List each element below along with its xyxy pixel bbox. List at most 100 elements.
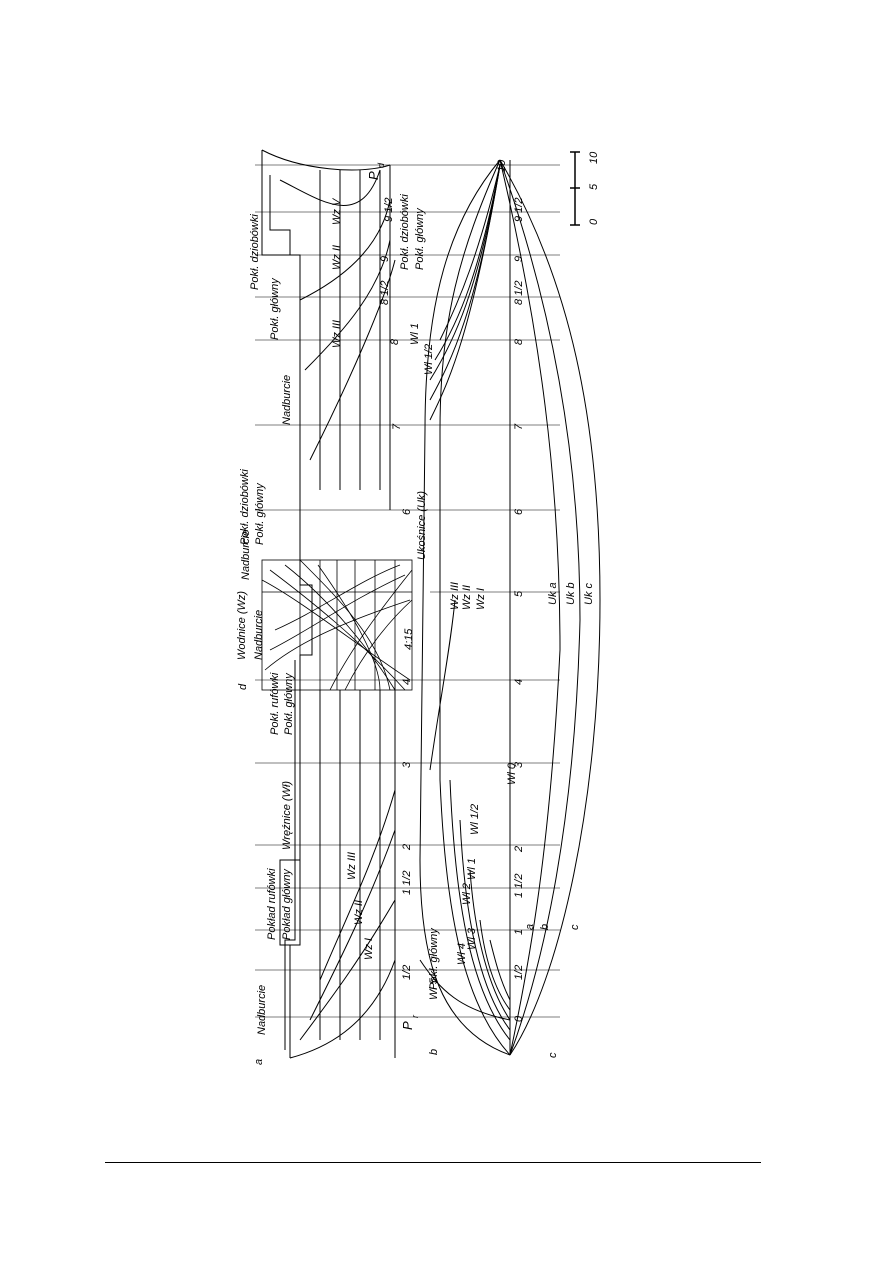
- label-wl2: Wl 2: [461, 883, 473, 905]
- label-wz-iii-fwd: Wz III: [331, 320, 343, 348]
- label-wl0: Wl 0: [506, 762, 518, 785]
- buttock-curve-bow-2: [304, 239, 391, 371]
- scale-bar: [570, 151, 580, 226]
- label-main-deck-aft: Pokład główny: [281, 868, 293, 940]
- lines-plan: a b c d P r P d 1/2 1 1/2 2 3 4 6 7 8 8 …: [236, 149, 601, 1065]
- buttock-curve-bow-1: [299, 199, 391, 301]
- label-diag-c: c: [569, 924, 581, 930]
- buttock-curve-1: [299, 899, 396, 1041]
- station-label-6: 6: [401, 508, 413, 515]
- label-poop-deck: Pokład rufówki: [266, 868, 278, 940]
- label-view-c: c: [547, 1052, 559, 1058]
- scale-tick-0: 0: [588, 218, 600, 225]
- labels: a b c d P r P d 1/2 1 1/2 2 3 4 6 7 8 8 …: [236, 151, 600, 1065]
- diagonal-a: [499, 159, 561, 1056]
- profile-stern-curve: [289, 959, 396, 1059]
- plan-station-9h: 9 1/2: [513, 198, 525, 222]
- label-plan-wz-i: Wz I: [475, 588, 487, 610]
- label-plan-main-deck: Pokł. główny: [428, 927, 440, 990]
- label-plan-wz-ii: Wz II: [461, 585, 473, 610]
- diagonal-b: [499, 159, 581, 1056]
- label-waterlines-title: Wodnice (Wz): [236, 591, 248, 660]
- station-label-1: 1 1/2: [401, 871, 413, 895]
- label-bulwark-mid: Nadburcie: [281, 375, 293, 425]
- label-uk-c: Uk c: [583, 583, 595, 606]
- station-label-9h: 9 1/2: [383, 198, 395, 222]
- plan-station-8h: 8 1/2: [513, 281, 525, 305]
- label-buttocks: Wręźnice (Wł): [281, 781, 293, 850]
- buttock-curve-3: [319, 789, 396, 981]
- plan-station-10: 10: [496, 159, 508, 172]
- label-bp-forecastle: Pokł. dziobówki: [239, 469, 251, 545]
- profile-view: [261, 149, 396, 1059]
- station-label-4: 4: [401, 679, 413, 685]
- label-bp-main-deck: Pokł. główny: [283, 672, 295, 735]
- plan-station-4: 4: [513, 679, 525, 685]
- buttock-curve-bow-4: [279, 169, 381, 206]
- station-label-2: 2: [401, 844, 413, 851]
- label-bp-bulwark: Nadburcie: [253, 610, 265, 660]
- scale-tick-5: 5: [588, 183, 600, 190]
- label-fwd-perp-sub: d: [376, 162, 386, 168]
- station-label-9: 9: [379, 256, 391, 262]
- profile-stem-curve: [261, 149, 391, 171]
- label-wl4: Wl 4: [456, 943, 468, 965]
- profile-deck-line: [284, 660, 296, 1050]
- label-wz-i-aft: Wz I: [363, 938, 375, 960]
- label-view-a: a: [253, 1059, 265, 1065]
- label-bp-main-deck-2: Pokł. główny: [254, 482, 266, 545]
- label-uk-a: Uk a: [547, 582, 559, 605]
- station-lines: [255, 164, 560, 1018]
- label-fwd-perp: P: [366, 171, 381, 180]
- diagonal-c: [499, 159, 601, 1056]
- body-plan: [261, 559, 413, 691]
- plan-station-3: 3: [513, 761, 525, 768]
- label-diagonals: Ukośnice (Uk): [416, 491, 428, 560]
- label-wl3: Wl 3: [466, 927, 478, 950]
- plan-station-7: 7: [513, 423, 525, 430]
- label-plan-wz-iii: Wz III: [449, 582, 461, 610]
- plan-station-8: 8: [513, 338, 525, 345]
- label-view-d: d: [237, 683, 249, 690]
- label-main-deck-mid: Pokł. główny: [269, 277, 281, 340]
- plan-station-0: 0: [513, 1015, 525, 1022]
- buttock-curve-2: [309, 829, 396, 1021]
- label-bp-bulwark-2: Nadburcie: [240, 530, 252, 580]
- label-uk-b: Uk b: [565, 582, 577, 605]
- buttock-curve-bow-3: [309, 259, 396, 461]
- label-wz-ii-fwd: Wz II: [331, 245, 343, 270]
- label-plan-main-deck-fwd: Pokł. główny: [414, 207, 426, 270]
- diagonal-plan: [499, 159, 601, 1056]
- plan-station-9: 9: [513, 256, 525, 262]
- scale-tick-10: 10: [588, 151, 600, 164]
- label-aft-perp-sub: r: [410, 1014, 420, 1018]
- footer-rule: [105, 1162, 761, 1163]
- label-bp-poop: Pokł. rufówki: [269, 672, 281, 735]
- label-plan-forecastle: Pokł. dziobówki: [399, 194, 411, 270]
- plan-station-6: 6: [513, 508, 525, 515]
- label-wz-ii-aft: Wz II: [353, 900, 365, 925]
- label-diag-b: b: [539, 924, 551, 930]
- label-aft-perp: P: [400, 1021, 415, 1030]
- station-label-3: 3: [401, 761, 413, 768]
- label-diag-a: a: [524, 924, 536, 930]
- plan-station-1: 1: [513, 929, 525, 935]
- station-label-8: 8: [389, 338, 401, 345]
- label-wz-v-fwd: Wz V: [331, 197, 343, 225]
- plan-station-5: 5: [513, 590, 525, 597]
- station-label-8h: 8 1/2: [379, 281, 391, 305]
- label-wl1: Wl 1: [466, 858, 478, 880]
- label-wz-iii-aft: Wz III: [346, 852, 358, 880]
- label-wl-half: Wl 1/2: [469, 804, 481, 835]
- plan-station-half: 1/2: [513, 965, 525, 980]
- label-forecastle-deck: Pokł. dziobówki: [249, 214, 261, 290]
- plan-outline: [419, 159, 511, 1056]
- station-label-0: 1/2: [401, 965, 413, 980]
- plan-station-1h: 1 1/2: [513, 874, 525, 898]
- plan-station-2: 2: [513, 846, 525, 853]
- label-bulwark-aft: Nadburcie: [256, 985, 268, 1035]
- label-scale-ratio: 4:15: [403, 628, 415, 650]
- label-view-b: b: [428, 1049, 440, 1055]
- label-wl1-fwd: Wl 1: [409, 323, 421, 345]
